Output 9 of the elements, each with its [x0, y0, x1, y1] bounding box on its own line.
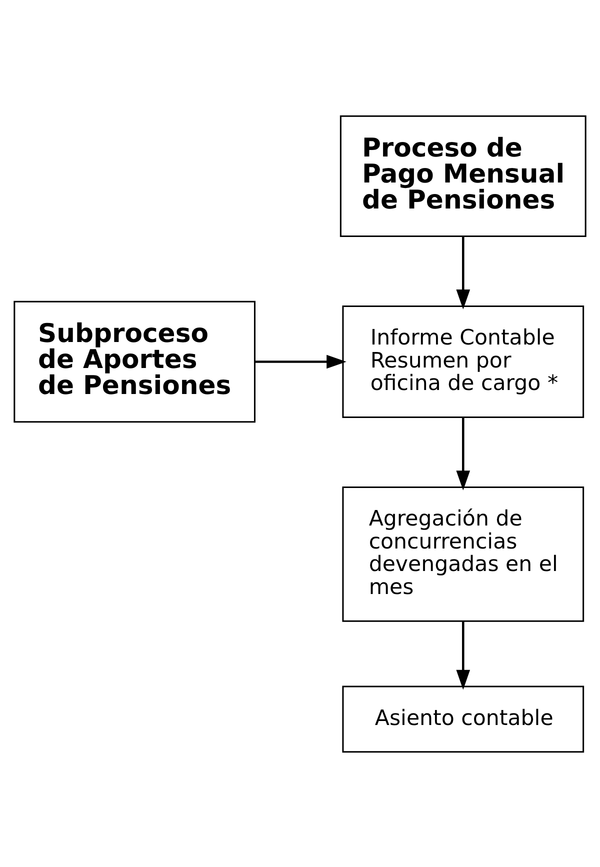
node-box: Subproceso de Aportes de Pensiones — [14, 300, 256, 422]
node-box: Asiento contable — [342, 685, 584, 752]
node-box: Agregación de concurrencias devengadas en el mes — [342, 486, 584, 622]
arrow — [255, 354, 346, 368]
arrow — [456, 620, 470, 690]
node-box: Proceso de Pago Mensual de Pensiones — [340, 114, 586, 237]
arrow — [456, 417, 470, 490]
arrow — [456, 236, 470, 309]
node-box: Informe Contable Resumen por oficina de cargo * — [342, 304, 584, 418]
